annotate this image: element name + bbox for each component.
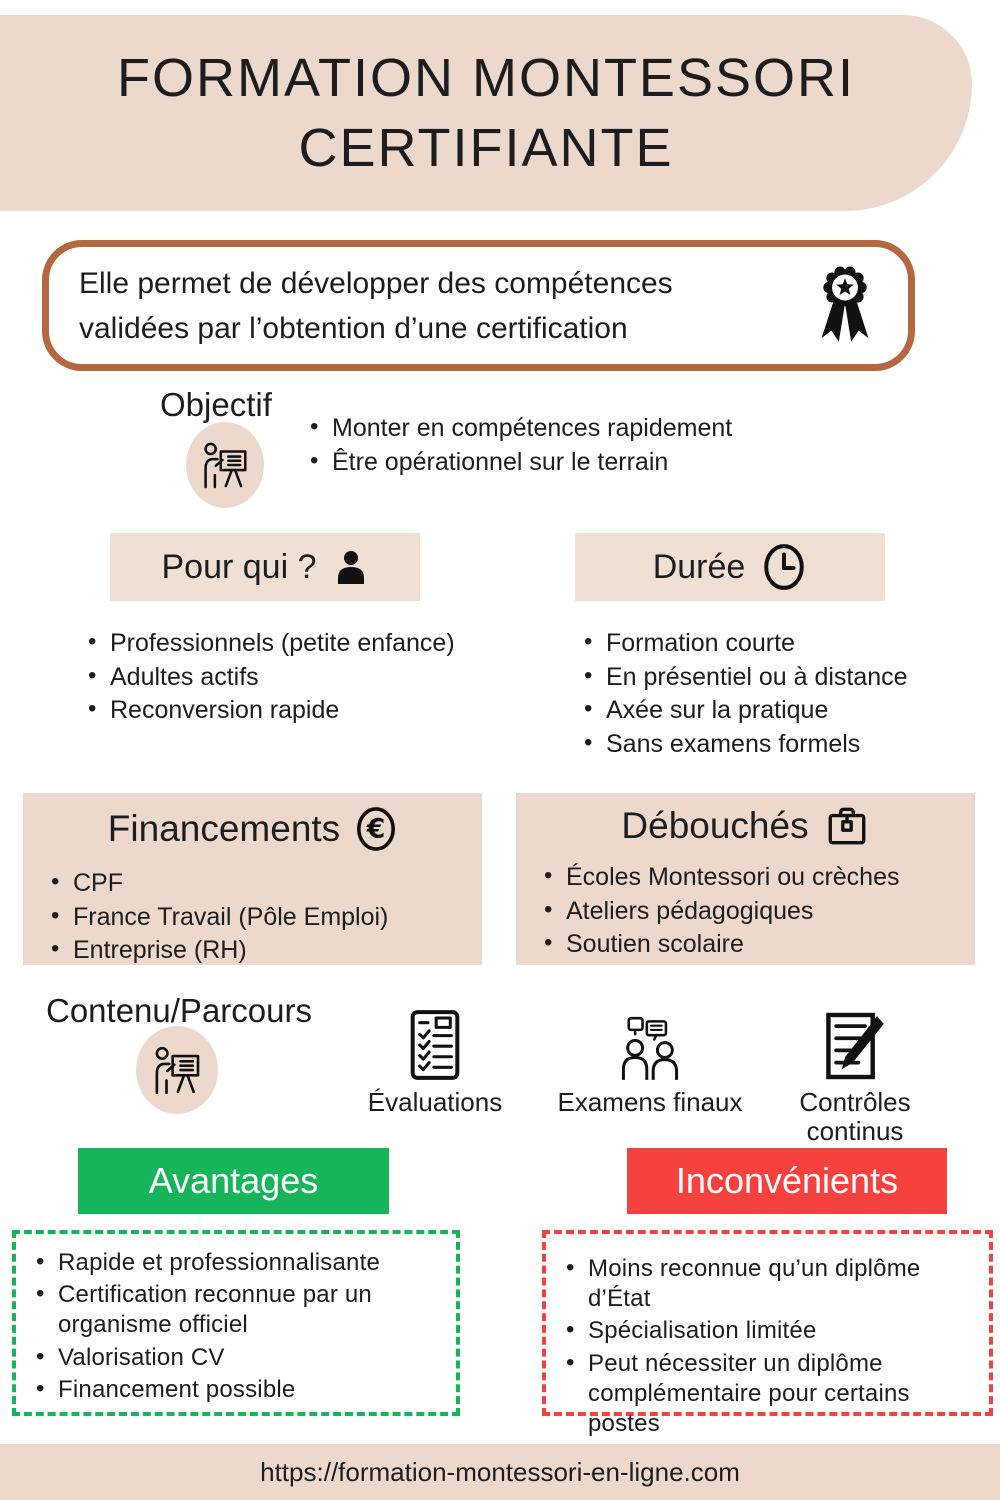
- duree-list: Formation courteEn présentiel ou à dista…: [580, 627, 990, 762]
- list-item: Ateliers pédagogiques: [540, 895, 975, 928]
- list-item: Sans examens formels: [580, 728, 990, 761]
- list-item: Rapide et professionnalisante: [32, 1247, 446, 1278]
- debouches-header: Débouchés: [516, 805, 975, 847]
- intro-box: Elle permet de développer des compétence…: [42, 240, 915, 371]
- person-icon: [333, 546, 369, 588]
- inconvenients-box: Moins reconnue qu’un diplôme d’ÉtatSpéci…: [542, 1230, 993, 1437]
- step-label: Contrôles continus: [799, 1087, 911, 1147]
- intro-text: Elle permet de développer des compétence…: [79, 266, 673, 345]
- list-item: Moins reconnue qu’un diplôme d’État: [562, 1253, 983, 1314]
- financements-list: CPFFrance Travail (Pôle Emploi)Entrepris…: [47, 867, 482, 967]
- svg-text:€: €: [366, 814, 386, 845]
- list-item: Spécialisation limitée: [562, 1315, 983, 1346]
- list-item: Valorisation CV: [32, 1342, 446, 1373]
- pour-qui-list: Professionnels (petite enfance)Adultes a…: [84, 627, 524, 729]
- debouches-list: Écoles Montessori ou crèchesAteliers péd…: [540, 861, 975, 961]
- debouches-panel: Débouchés Écoles Montessori ou crèchesAt…: [516, 793, 975, 965]
- step-evaluations: Évaluations: [340, 1002, 530, 1117]
- presenter-board-icon: [136, 1026, 218, 1114]
- list-item: Écoles Montessori ou crèches: [540, 861, 975, 894]
- avantages-box: Rapide et professionnalisanteCertificati…: [12, 1230, 460, 1416]
- list-item: Reconversion rapide: [84, 694, 524, 727]
- medal-icon: [808, 259, 882, 353]
- contenu-title: Contenu/Parcours: [46, 992, 312, 1029]
- inconvenients-list: Moins reconnue qu’un diplôme d’ÉtatSpéci…: [562, 1253, 983, 1440]
- list-item: Axée sur la pratique: [580, 694, 990, 727]
- financements-panel: Financements € CPFFrance Travail (Pôle E…: [23, 793, 482, 965]
- duree-title: Durée: [652, 547, 746, 586]
- list-item: Être opérationnel sur le terrain: [306, 446, 732, 479]
- page-title-line2: CERTIFIANTE: [298, 118, 674, 178]
- page-title-line1: FORMATION MONTESSORI: [117, 48, 855, 108]
- list-item: Peut nécessiter un diplôme complémentair…: [562, 1348, 983, 1440]
- writing-pen-icon: [824, 1002, 886, 1082]
- pour-qui-header: Pour qui ?: [110, 533, 420, 601]
- avantages-list: Rapide et professionnalisanteCertificati…: [32, 1247, 446, 1405]
- debouches-title: Débouchés: [621, 805, 809, 846]
- list-item: Professionnels (petite enfance): [84, 627, 524, 660]
- footer-url[interactable]: https://formation-montessori-en-ligne.co…: [260, 1456, 740, 1487]
- footer-bar: https://formation-montessori-en-ligne.co…: [0, 1444, 1000, 1500]
- briefcase-icon: [824, 805, 870, 847]
- clock-icon: [761, 541, 807, 593]
- step-controles-continus: Contrôles continus: [760, 1002, 950, 1146]
- list-item: Entreprise (RH): [47, 934, 482, 967]
- financements-title: Financements: [107, 808, 341, 849]
- list-item: Monter en compétences rapidement: [306, 412, 732, 445]
- title-banner: FORMATION MONTESSORI CERTIFIANTE: [0, 15, 972, 211]
- objectif-list: Monter en compétences rapidementÊtre opé…: [306, 412, 732, 480]
- financements-header: Financements €: [23, 805, 482, 853]
- list-item: Soutien scolaire: [540, 928, 975, 961]
- list-item: Financement possible: [32, 1374, 446, 1405]
- list-item: France Travail (Pôle Emploi): [47, 901, 482, 934]
- discussion-people-icon: [616, 1002, 684, 1082]
- list-item: Certification reconnue par un organisme …: [32, 1279, 446, 1340]
- list-item: Formation courte: [580, 627, 990, 660]
- avantages-header: Avantages: [78, 1148, 389, 1214]
- euro-icon: €: [355, 805, 397, 853]
- step-label: Examens finaux: [557, 1087, 743, 1117]
- list-item: En présentiel ou à distance: [580, 661, 990, 694]
- step-examens-finaux: Examens finaux: [555, 1002, 745, 1117]
- presenter-board-icon: [186, 422, 264, 508]
- list-item: Adultes actifs: [84, 661, 524, 694]
- duree-header: Durée: [575, 533, 885, 601]
- list-item: CPF: [47, 867, 482, 900]
- pour-qui-title: Pour qui ?: [161, 547, 317, 586]
- objectif-title: Objectif: [160, 386, 272, 423]
- step-label: Évaluations: [367, 1087, 503, 1117]
- inconvenients-header: Inconvénients: [627, 1148, 947, 1214]
- checklist-icon: [408, 1002, 462, 1082]
